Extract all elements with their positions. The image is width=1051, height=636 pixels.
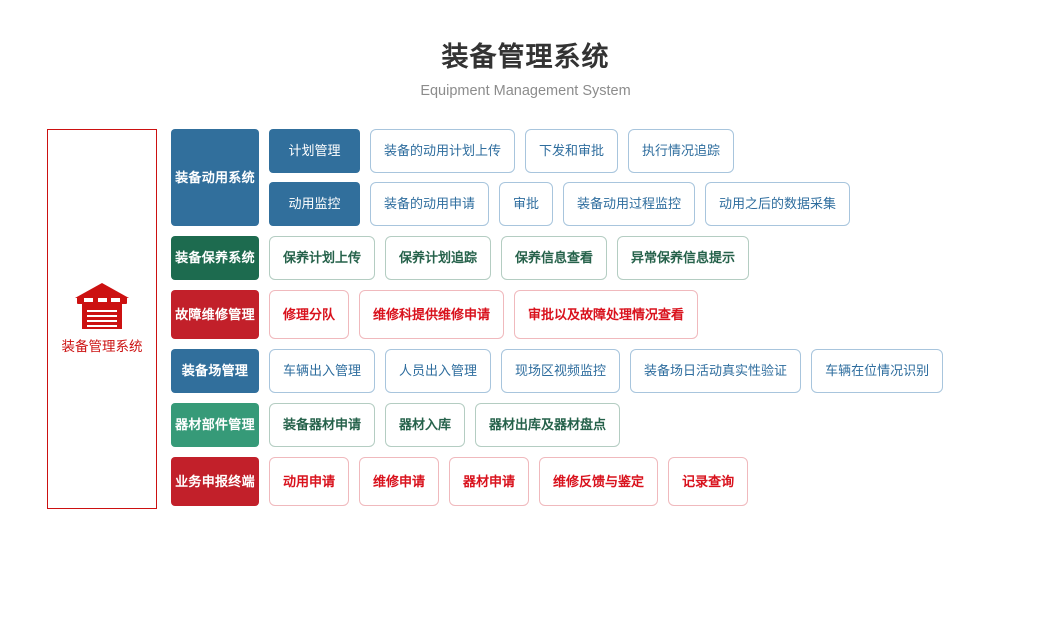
module-subrow: 计划管理装备的动用计划上传下发和审批执行情况追踪: [269, 129, 1041, 173]
module-card-list: 动用申请维修申请器材申请维修反馈与鉴定记录查询: [269, 457, 1041, 506]
module-card[interactable]: 动用申请: [269, 457, 350, 506]
band-rows: 保养计划上传保养计划追踪保养信息查看异常保养信息提示: [269, 236, 1041, 280]
module-subrow: 保养计划上传保养计划追踪保养信息查看异常保养信息提示: [269, 236, 1041, 280]
module-band: 装备场管理车辆出入管理人员出入管理现场区视频监控装备场日活动真实性验证车辆在位情…: [171, 349, 1041, 393]
module-card[interactable]: 保养计划追踪: [385, 236, 492, 280]
system-module-grid: 装备动用系统计划管理装备的动用计划上传下发和审批执行情况追踪动用监控装备的动用申…: [171, 129, 1041, 506]
module-card[interactable]: 装备动用过程监控: [563, 182, 696, 226]
subcategory-block[interactable]: 动用监控: [269, 182, 360, 226]
module-card[interactable]: 保养信息查看: [501, 236, 608, 280]
module-card[interactable]: 审批: [499, 182, 554, 226]
band-rows: 车辆出入管理人员出入管理现场区视频监控装备场日活动真实性验证车辆在位情况识别: [269, 349, 1041, 393]
module-card[interactable]: 车辆在位情况识别: [811, 349, 944, 393]
module-card[interactable]: 记录查询: [668, 457, 749, 506]
page-subtitle: Equipment Management System: [420, 83, 631, 99]
module-card-list: 装备的动用计划上传下发和审批执行情况追踪: [370, 129, 1041, 173]
module-band: 故障维修管理修理分队维修科提供维修申请审批以及故障处理情况查看: [171, 290, 1041, 339]
module-band: 装备保养系统保养计划上传保养计划追踪保养信息查看异常保养信息提示: [171, 236, 1041, 280]
band-rows: 修理分队维修科提供维修申请审批以及故障处理情况查看: [269, 290, 1041, 339]
module-card[interactable]: 审批以及故障处理情况查看: [514, 290, 699, 339]
module-card-list: 车辆出入管理人员出入管理现场区视频监控装备场日活动真实性验证车辆在位情况识别: [269, 349, 1041, 393]
category-block[interactable]: 装备场管理: [171, 349, 259, 393]
module-band: 业务申报终端动用申请维修申请器材申请维修反馈与鉴定记录查询: [171, 457, 1041, 506]
module-card[interactable]: 器材出库及器材盘点: [475, 403, 621, 447]
module-subrow: 车辆出入管理人员出入管理现场区视频监控装备场日活动真实性验证车辆在位情况识别: [269, 349, 1041, 393]
module-card[interactable]: 车辆出入管理: [269, 349, 376, 393]
module-subrow: 动用申请维修申请器材申请维修反馈与鉴定记录查询: [269, 457, 1041, 506]
module-card-list: 装备的动用申请审批装备动用过程监控动用之后的数据采集: [370, 182, 1041, 226]
category-block[interactable]: 故障维修管理: [171, 290, 259, 339]
category-block[interactable]: 器材部件管理: [171, 403, 259, 447]
module-card[interactable]: 执行情况追踪: [628, 129, 735, 173]
subcategory-block[interactable]: 计划管理: [269, 129, 360, 173]
module-card[interactable]: 动用之后的数据采集: [705, 182, 851, 226]
band-rows: 计划管理装备的动用计划上传下发和审批执行情况追踪动用监控装备的动用申请审批装备动…: [269, 129, 1041, 226]
module-card[interactable]: 修理分队: [269, 290, 350, 339]
module-subrow: 修理分队维修科提供维修申请审批以及故障处理情况查看: [269, 290, 1041, 339]
module-card[interactable]: 人员出入管理: [385, 349, 492, 393]
module-card[interactable]: 现场区视频监控: [501, 349, 621, 393]
category-block[interactable]: 业务申报终端: [171, 457, 259, 506]
category-block[interactable]: 装备保养系统: [171, 236, 259, 280]
category-block[interactable]: 装备动用系统: [171, 129, 259, 226]
module-subrow: 动用监控装备的动用申请审批装备动用过程监控动用之后的数据采集: [269, 182, 1041, 226]
module-card[interactable]: 异常保养信息提示: [617, 236, 750, 280]
module-card[interactable]: 下发和审批: [525, 129, 619, 173]
band-rows: 装备器材申请器材入库器材出库及器材盘点: [269, 403, 1041, 447]
module-card[interactable]: 装备的动用申请: [370, 182, 490, 226]
module-card[interactable]: 维修反馈与鉴定: [539, 457, 659, 506]
module-card[interactable]: 装备器材申请: [269, 403, 376, 447]
module-subrow: 装备器材申请器材入库器材出库及器材盘点: [269, 403, 1041, 447]
module-card[interactable]: 装备场日活动真实性验证: [630, 349, 802, 393]
root-system-label: 装备管理系统: [61, 338, 143, 354]
module-card[interactable]: 器材入库: [385, 403, 466, 447]
module-card[interactable]: 器材申请: [449, 457, 530, 506]
module-card-list: 修理分队维修科提供维修申请审批以及故障处理情况查看: [269, 290, 1041, 339]
module-card-list: 保养计划上传保养计划追踪保养信息查看异常保养信息提示: [269, 236, 1041, 280]
module-card[interactable]: 维修申请: [359, 457, 440, 506]
module-card[interactable]: 装备的动用计划上传: [370, 129, 516, 173]
root-system-panel[interactable]: 装备管理系统: [47, 129, 157, 509]
module-band: 器材部件管理装备器材申请器材入库器材出库及器材盘点: [171, 403, 1041, 447]
band-rows: 动用申请维修申请器材申请维修反馈与鉴定记录查询: [269, 457, 1041, 506]
page-header: 装备管理系统 Equipment Management System: [0, 40, 1051, 101]
module-band: 装备动用系统计划管理装备的动用计划上传下发和审批执行情况追踪动用监控装备的动用申…: [171, 129, 1041, 226]
page-title: 装备管理系统: [441, 42, 610, 72]
module-card-list: 装备器材申请器材入库器材出库及器材盘点: [269, 403, 1041, 447]
module-card[interactable]: 维修科提供维修申请: [359, 290, 505, 339]
module-card[interactable]: 保养计划上传: [269, 236, 376, 280]
warehouse-icon: [75, 282, 129, 329]
